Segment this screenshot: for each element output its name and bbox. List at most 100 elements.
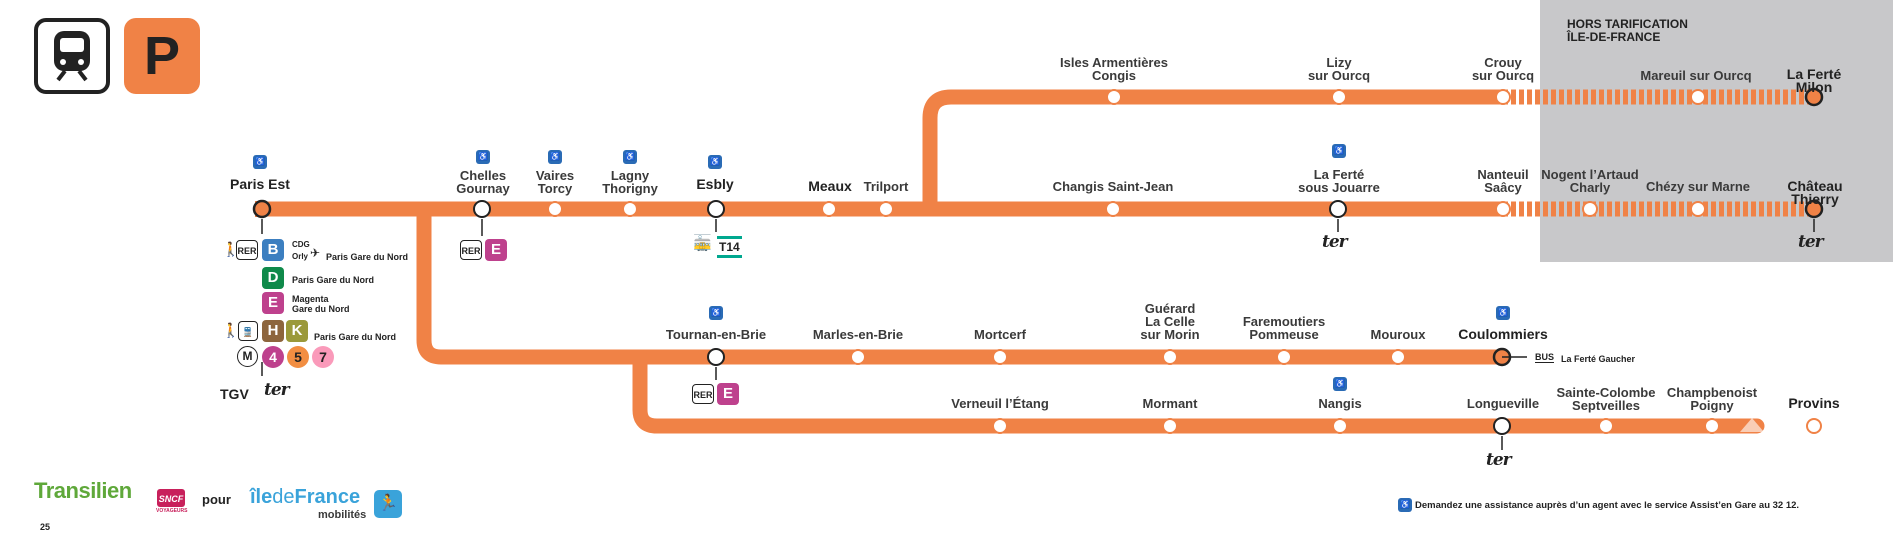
provins-marker — [1740, 418, 1764, 432]
line-p-badge: P — [124, 18, 200, 94]
gare-nord-label-2: Paris Gare du Nord — [292, 275, 375, 285]
station-esbly: Esbly — [696, 176, 734, 192]
branch-provins — [632, 349, 1765, 434]
line-h-badge: H — [262, 320, 284, 342]
station-nangis: Nangis — [1318, 396, 1362, 411]
wheelchair-icon: ♿ — [709, 306, 723, 320]
station-dot-mouroux — [1390, 349, 1406, 365]
train-icon — [54, 31, 90, 82]
station-dot-sainte-colombe — [1598, 418, 1614, 434]
branch-coulommiers — [416, 201, 1510, 365]
station-dot-provins — [1806, 418, 1822, 434]
station-paris-est: Paris Est — [230, 176, 290, 192]
station-dot-nangis — [1332, 418, 1348, 434]
transilien-logo: Transilien — [34, 478, 132, 504]
station-dot-champbenoist — [1704, 418, 1720, 434]
metro-5-badge: 5 — [287, 346, 309, 368]
line-letter: P — [143, 26, 181, 86]
station-dot-guerard — [1162, 349, 1178, 365]
station-ferte-milon: La Ferté Milon — [1786, 66, 1842, 95]
tram-t14-badge: T14 — [717, 236, 742, 258]
station-dot-mareuil — [1690, 89, 1706, 105]
train-mode-pictogram — [34, 18, 110, 94]
line-k-badge: K — [286, 320, 308, 342]
station-dot-tournan — [707, 348, 725, 366]
station-isles: Isles Armentières Congis — [1060, 55, 1168, 83]
station-verneuil: Verneuil l’Étang — [951, 396, 1049, 411]
wheelchair-icon: ♿ — [1398, 498, 1412, 512]
station-guerard: Guérard La Celle sur Morin — [1140, 301, 1200, 342]
metro-7-badge: 7 — [312, 346, 334, 368]
idf-de: de — [272, 486, 295, 508]
station-vaires: Vaires Torcy — [535, 168, 575, 196]
ter-logo: ter — [1322, 232, 1348, 252]
walk-icon: 🚶 — [222, 241, 240, 257]
station-dot-mormant — [1162, 418, 1178, 434]
station-dot-isles — [1106, 89, 1122, 105]
sncf-voyageurs: VOYAGEURS — [156, 508, 188, 514]
station-dot-changis — [1105, 201, 1121, 217]
station-dot-verneuil — [992, 418, 1008, 434]
gare-nord-label-1: Paris Gare du Nord — [326, 252, 409, 262]
station-dot-faremoutiers — [1276, 349, 1292, 365]
assistance-note: Demandez une assistance auprès d’un agen… — [1415, 500, 1800, 511]
rer-e-badge: E — [485, 239, 507, 261]
bus-destination: La Ferté Gaucher — [1561, 354, 1636, 364]
station-marles: Marles-en-Brie — [812, 327, 904, 342]
wheelchair-icon: ♿ — [708, 155, 722, 169]
tgv-label: TGV — [220, 386, 249, 402]
station-dot-chezy — [1690, 201, 1706, 217]
outside-tariff-zone — [1540, 0, 1893, 262]
idf-france: France — [294, 486, 361, 508]
station-dot-nogent — [1582, 201, 1598, 217]
idf-ile: île — [250, 486, 273, 508]
outside-tariff-title: HORS TARIFICATION ÎLE-DE-FRANCE — [1567, 17, 1688, 44]
station-coulommiers: Coulommiers — [1458, 326, 1548, 342]
station-sainte-colombe: Sainte-Colombe Septveilles — [1556, 385, 1656, 413]
station-longueville: Longueville — [1466, 396, 1540, 411]
sncf-wordmark: SNCF — [158, 494, 184, 504]
branch-la-ferte-milon — [922, 89, 1511, 209]
station-dot-esbly — [707, 200, 725, 218]
wheelchair-icon: ♿ — [476, 150, 490, 164]
rer-badge: RER — [692, 384, 714, 404]
magenta-label: Magenta Gare du Nord — [292, 294, 350, 314]
station-dot-trilport — [878, 201, 894, 217]
transilien-train-badge: 🚆 — [238, 321, 258, 341]
ter-logo: ter — [264, 380, 290, 400]
orly-label: Orly — [292, 252, 309, 261]
station-dot-paris-est — [252, 199, 272, 219]
station-mortcerf: Mortcerf — [973, 327, 1027, 342]
station-provins: Provins — [1788, 395, 1840, 411]
station-trilport: Trilport — [863, 179, 909, 194]
wheelchair-icon: ♿ — [1496, 306, 1510, 320]
station-champbenoist: Champbenoist Poigny — [1666, 385, 1758, 413]
pour-label: pour — [202, 492, 231, 507]
rer-d-badge: D — [262, 267, 284, 289]
station-dot-lizy — [1331, 89, 1347, 105]
wheelchair-icon: ♿ — [1332, 144, 1346, 158]
idf-mobilites-logo: îledeFrance — [250, 486, 360, 509]
station-ferte-jouarre: La Ferté sous Jouarre — [1298, 167, 1380, 195]
station-dot-lagny — [622, 201, 638, 217]
bus-label: BUS — [1535, 352, 1555, 363]
ter-logo: ter — [1798, 232, 1824, 252]
ter-logo: ter — [1486, 450, 1512, 470]
station-chelles: Chelles Gournay — [456, 168, 510, 196]
wheelchair-icon: ♿ — [253, 155, 267, 169]
wheelchair-icon: ♿ — [548, 150, 562, 164]
station-faremoutiers: Faremoutiers Pommeuse — [1242, 314, 1326, 342]
station-changis: Changis Saint-Jean — [1052, 179, 1174, 194]
station-tournan: Tournan-en-Brie — [665, 327, 767, 342]
station-mareuil: Mareuil sur Ourcq — [1640, 68, 1752, 83]
station-dot-la-ferte-milon — [1804, 87, 1824, 107]
station-mouroux: Mouroux — [1370, 327, 1426, 342]
station-dot-nanteuil — [1495, 201, 1511, 217]
station-dot-chateau-thierry — [1804, 199, 1824, 219]
station-dot-marles — [850, 349, 866, 365]
rer-badge: RER — [460, 240, 482, 260]
rer-b-badge: B — [262, 239, 284, 261]
rer-badge: RER — [236, 240, 258, 260]
